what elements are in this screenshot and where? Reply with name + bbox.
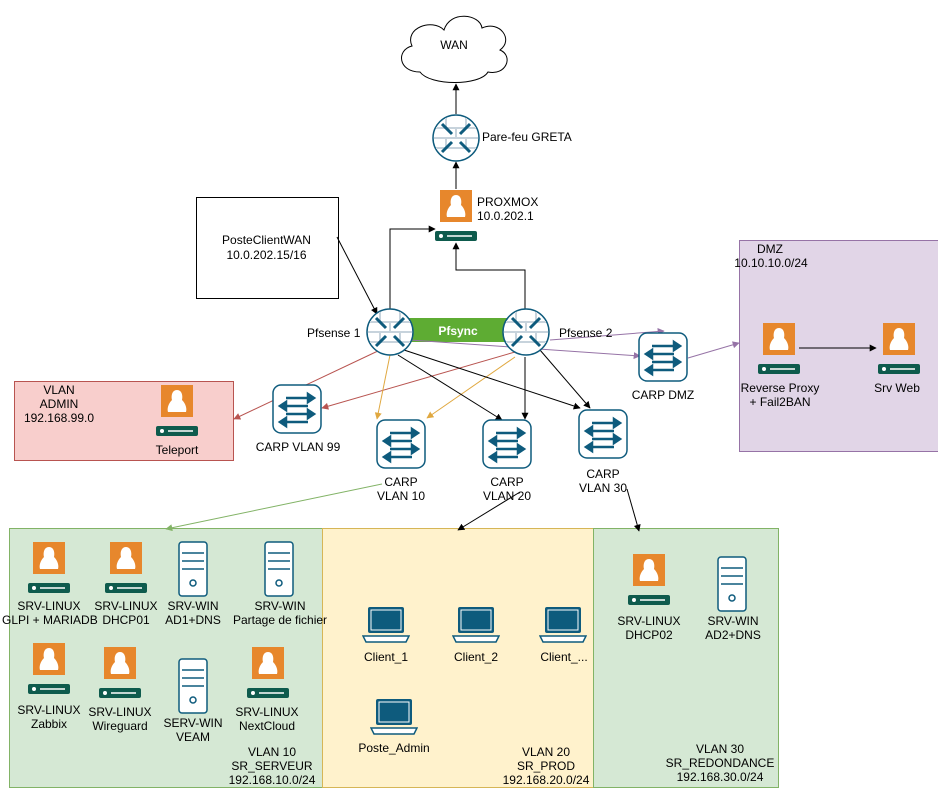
vlan20-zone xyxy=(322,528,595,788)
carp-vlan30-label: CARP VLAN 30 xyxy=(578,467,628,495)
carp-vlan30-switch-icon[interactable] xyxy=(578,409,628,459)
wire-carp20-vlan20 xyxy=(457,491,521,531)
carp-vlan10-switch-icon[interactable] xyxy=(376,419,426,469)
reverse-proxy-linux-icon[interactable] xyxy=(757,322,801,376)
dhcp02-label: SRV-LINUX DHCP02 xyxy=(617,614,681,642)
client-wan-name: PosteClientWAN xyxy=(222,233,311,247)
carp-vlan20-switch-icon[interactable] xyxy=(482,419,532,469)
wire-carp10-vlan10 xyxy=(165,483,383,532)
wire-clientwan-pf1 xyxy=(336,236,378,315)
carp-vlan10-label: CARP VLAN 10 xyxy=(376,475,426,503)
srv-web-label: Srv Web xyxy=(874,381,920,395)
client1-laptop-icon[interactable] xyxy=(362,606,410,644)
zabbix-linux-icon[interactable] xyxy=(27,642,71,696)
wire-pf1-carp20 xyxy=(397,354,503,421)
vlan-admin-title: VLAN ADMIN 192.168.99.0 xyxy=(23,383,95,425)
vlan20-title: VLAN 20 SR_PROD 192.168.20.0/24 xyxy=(502,745,590,787)
wire-pf2-carp99 xyxy=(321,351,516,410)
teleport-label: Teleport xyxy=(155,443,199,457)
client-wan-box[interactable] xyxy=(196,197,339,299)
nextcloud-linux-icon[interactable] xyxy=(246,646,290,700)
glpi-label: SRV-LINUX GLPI + MARIADB xyxy=(2,599,98,627)
client2-laptop-icon[interactable] xyxy=(452,606,500,644)
ad1-server-icon[interactable] xyxy=(178,541,208,597)
wire-pf2-carp10 xyxy=(426,356,516,419)
wire-pf2-carp30 xyxy=(539,349,591,409)
files-label: SRV-WIN Partage de fichier xyxy=(232,599,328,627)
wan-label: WAN xyxy=(440,38,468,52)
wireguard-label: SRV-LINUX Wireguard xyxy=(88,705,152,733)
pfsense1-icon[interactable] xyxy=(366,308,414,356)
vlan10-title: VLAN 10 SR_SERVEUR 192.168.10.0/24 xyxy=(228,745,316,787)
vlan-admin-zone xyxy=(14,381,234,461)
zabbix-label: SRV-LINUX Zabbix xyxy=(17,703,81,731)
client1-label: Client_1 xyxy=(363,650,409,664)
pfsync-bar xyxy=(408,318,508,342)
srv-web-linux-icon[interactable] xyxy=(877,322,921,376)
wire-carp30-vlan30 xyxy=(626,488,641,532)
veam-label: SERV-WIN VEAM xyxy=(163,716,223,744)
dmz-title: DMZ xyxy=(757,242,783,256)
wire-pf2-proxmox xyxy=(452,242,526,309)
firewall-label: Pare-feu GRETA xyxy=(482,130,572,144)
carp-dmz-switch-icon[interactable] xyxy=(638,332,688,382)
firewall-greta-icon[interactable] xyxy=(432,114,480,162)
wireguard-linux-icon[interactable] xyxy=(98,646,142,700)
pfsync-label: Pfsync xyxy=(438,324,478,338)
ad1-label: SRV-WIN AD1+DNS xyxy=(165,599,221,627)
carp-dmz-label: CARP DMZ xyxy=(631,388,695,402)
dhcp01-label: SRV-LINUX DHCP01 xyxy=(94,599,158,627)
wire-pf1-carp10 xyxy=(374,354,391,420)
pfsense2-icon[interactable] xyxy=(502,308,550,356)
carp-vlan20-label: CARP VLAN 20 xyxy=(482,475,532,503)
poste-admin-label: Poste_Admin xyxy=(358,741,430,755)
client3-laptop-icon[interactable] xyxy=(539,606,587,644)
veam-server-icon[interactable] xyxy=(178,658,208,714)
carp-vlan99-switch-icon[interactable] xyxy=(272,384,322,434)
ad2-label: SRV-WIN AD2+DNS xyxy=(705,614,761,642)
carp-vlan99-label: CARP VLAN 99 xyxy=(255,440,341,454)
glpi-linux-icon[interactable] xyxy=(27,541,71,595)
dmz-subnet: 10.10.10.0/24 xyxy=(734,256,808,270)
reverse-proxy-label: Reverse Proxy + Fail2BAN xyxy=(740,381,820,409)
teleport-linux-icon[interactable] xyxy=(155,384,199,438)
wire-carpdmz-dmz xyxy=(687,341,740,359)
proxmox-linux-icon[interactable] xyxy=(434,189,478,243)
ad2-server-icon[interactable] xyxy=(717,556,747,612)
vlan30-title: VLAN 30 SR_REDONDANCE 192.168.30.0/24 xyxy=(665,742,775,784)
files-server-icon[interactable] xyxy=(264,541,294,597)
client2-label: Client_2 xyxy=(453,650,499,664)
vlan30-zone xyxy=(593,528,779,788)
pfsense2-label: Pfsense 2 xyxy=(559,326,613,340)
client-wan-ip: 10.0.202.15/16 xyxy=(226,248,307,262)
wan-cloud-icon xyxy=(401,15,508,83)
dhcp01-linux-icon[interactable] xyxy=(104,541,148,595)
proxmox-ip: 10.0.202.1 xyxy=(477,209,534,223)
wire-pf1-carp30 xyxy=(403,349,581,410)
proxmox-name: PROXMOX xyxy=(477,195,539,209)
wire-pf1-proxmox xyxy=(389,225,436,309)
dhcp02-linux-icon[interactable] xyxy=(627,553,671,607)
poste-admin-laptop-icon[interactable] xyxy=(370,698,418,736)
pfsense1-label: Pfsense 1 xyxy=(307,326,361,340)
client3-label: Client_... xyxy=(540,650,588,664)
nextcloud-label: SRV-LINUX NextCloud xyxy=(235,705,299,733)
